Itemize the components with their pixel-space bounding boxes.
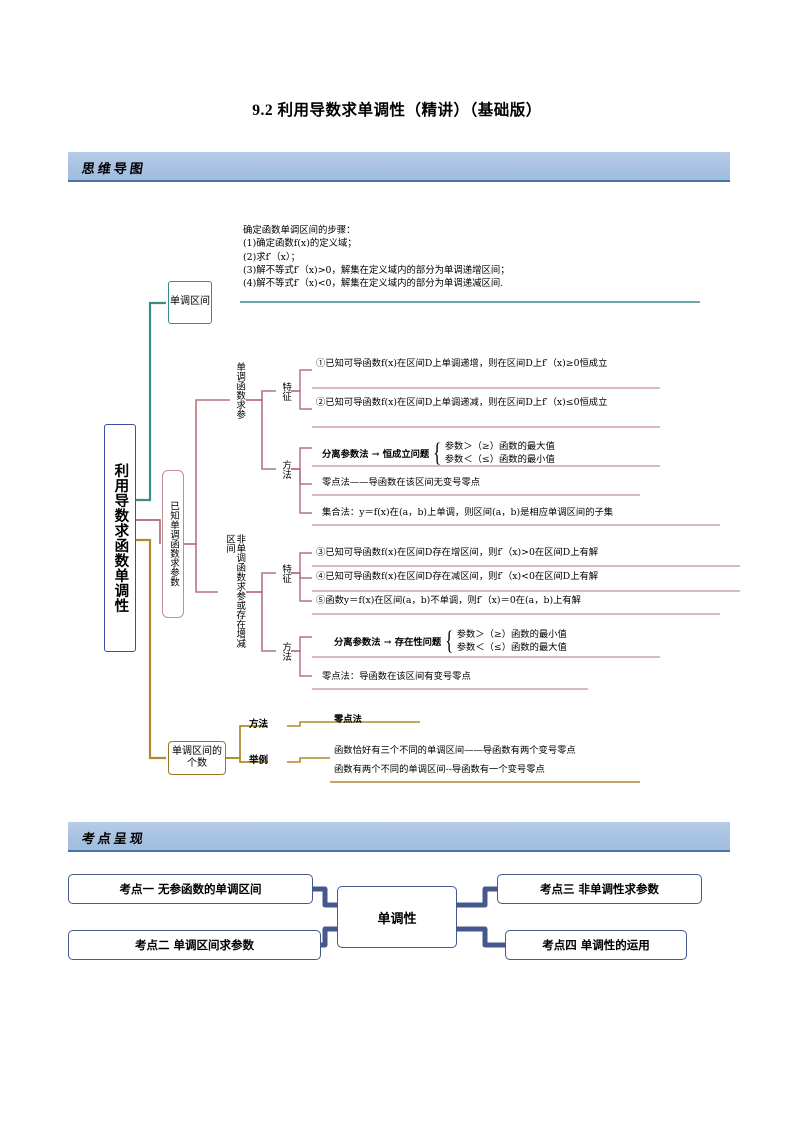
brace-line-2b: 参数＜（≤）函数的最大值 [456,642,567,654]
mindmap-leaf-feature-1: ①已知可导函数f(x)在区间D上单调递增，则在区间D上f′（x)≥0恒成立 [316,358,608,369]
section-banner-mind-map: 思维导图 [68,152,730,182]
exam-point-1[interactable]: 考点一 无参函数的单调区间 [68,874,313,904]
mindmap-leaf-count-method-value: 零点法 [334,714,362,725]
mindmap-node-interval-count: 单调区间的个数 [168,741,226,775]
section-banner-exam-points: 考点呈现 [68,822,730,852]
exam-center-node: 单调性 [337,886,457,948]
mindmap-brace-always-true: 分离参数法 → 恒成立问题 { 参数＞（≥）函数的最大值 参数＜（≤）函数的最小… [322,440,555,467]
mindmap-leaf-interval-steps: 确定函数单调区间的步骤： (1)确定函数f(x)的定义域； (2)求f′（x）；… [243,225,510,290]
mindmap-label-feature-group2: 特征 [280,563,292,583]
mindmap-leaf-method-zero-point-2: 零点法：导函数在该区间有变号零点 [322,671,471,682]
mindmap-label-count-example: 举例 [249,755,269,766]
brace-line-2a: 参数＞（≥）函数的最小值 [456,629,567,640]
mindmap-leaf-feature-2: ②已知可导函数f(x)在区间D上单调递减，则在区间D上f′（x)≤0恒成立 [316,397,608,408]
brace-line-1b: 参数＜（≤）函数的最小值 [444,454,555,466]
mindmap-root-node: 利用导数求函数单调性 [104,424,136,652]
brace-prefix-always-true: 分离参数法 → 恒成立问题 [322,449,430,461]
mindmap-brace-existence: 分离参数法 → 存在性问题 { 参数＞（≥）函数的最小值 参数＜（≤）函数的最大… [334,628,567,655]
mindmap-label-feature-group1: 特征 [280,381,292,401]
mindmap-leaf-count-example-2: 函数有两个不同的单调区间--导函数有一个变号零点 [334,764,545,775]
mindmap-leaf-feature-5: ⑤函数y＝f(x)在区间(a，b)不单调，则f′（x)＝0在(a，b)上有解 [316,595,581,606]
page-title: 9.2 利用导数求单调性（精讲）（基础版） [252,102,542,119]
mindmap-leaf-method-zero-point-1: 零点法——导函数在该区间无变号零点 [322,477,481,488]
brace-glyph-1: { [433,438,442,468]
brace-prefix-existence: 分离参数法 → 存在性问题 [334,637,442,649]
mindmap-leaf-feature-3: ③已知可导函数f(x)在区间D存在增区间，则f′（x)>0在区间D上有解 [316,547,599,558]
mindmap-label-count-method: 方法 [249,719,269,730]
mindmap-label-nonmono-function-param: 非单调函数求参或存在增减区间 [224,534,246,648]
exam-point-3[interactable]: 考点三 非单调性求参数 [497,874,702,904]
mindmap-label-method-group2: 方法 [280,641,292,661]
section-banner-exam-points-label: 考点呈现 [80,832,147,847]
mindmap-node-known-monotonic: 已知单调函数求参数 [162,470,184,618]
mindmap-leaf-method-set: 集合法：y＝f(x)在(a，b)上单调，则区间(a，b)是相应单调区间的子集 [322,507,614,518]
mindmap-leaf-feature-4: ④已知可导函数f(x)在区间D存在减区间，则f′（x)<0在区间D上有解 [316,571,599,582]
mindmap-label-method-group1: 方法 [280,459,292,479]
exam-point-2[interactable]: 考点二 单调区间求参数 [68,930,321,960]
mindmap-label-mono-function-param: 单调函数求参 [234,361,246,419]
exam-point-4[interactable]: 考点四 单调性的运用 [505,930,687,960]
brace-glyph-2: { [445,626,454,656]
mindmap-node-monotonic-interval: 单调区间 [168,281,212,324]
mindmap-leaf-count-example-1: 函数恰好有三个不同的单调区间——导函数有两个变号零点 [334,745,576,756]
brace-line-1a: 参数＞（≥）函数的最大值 [444,441,555,452]
